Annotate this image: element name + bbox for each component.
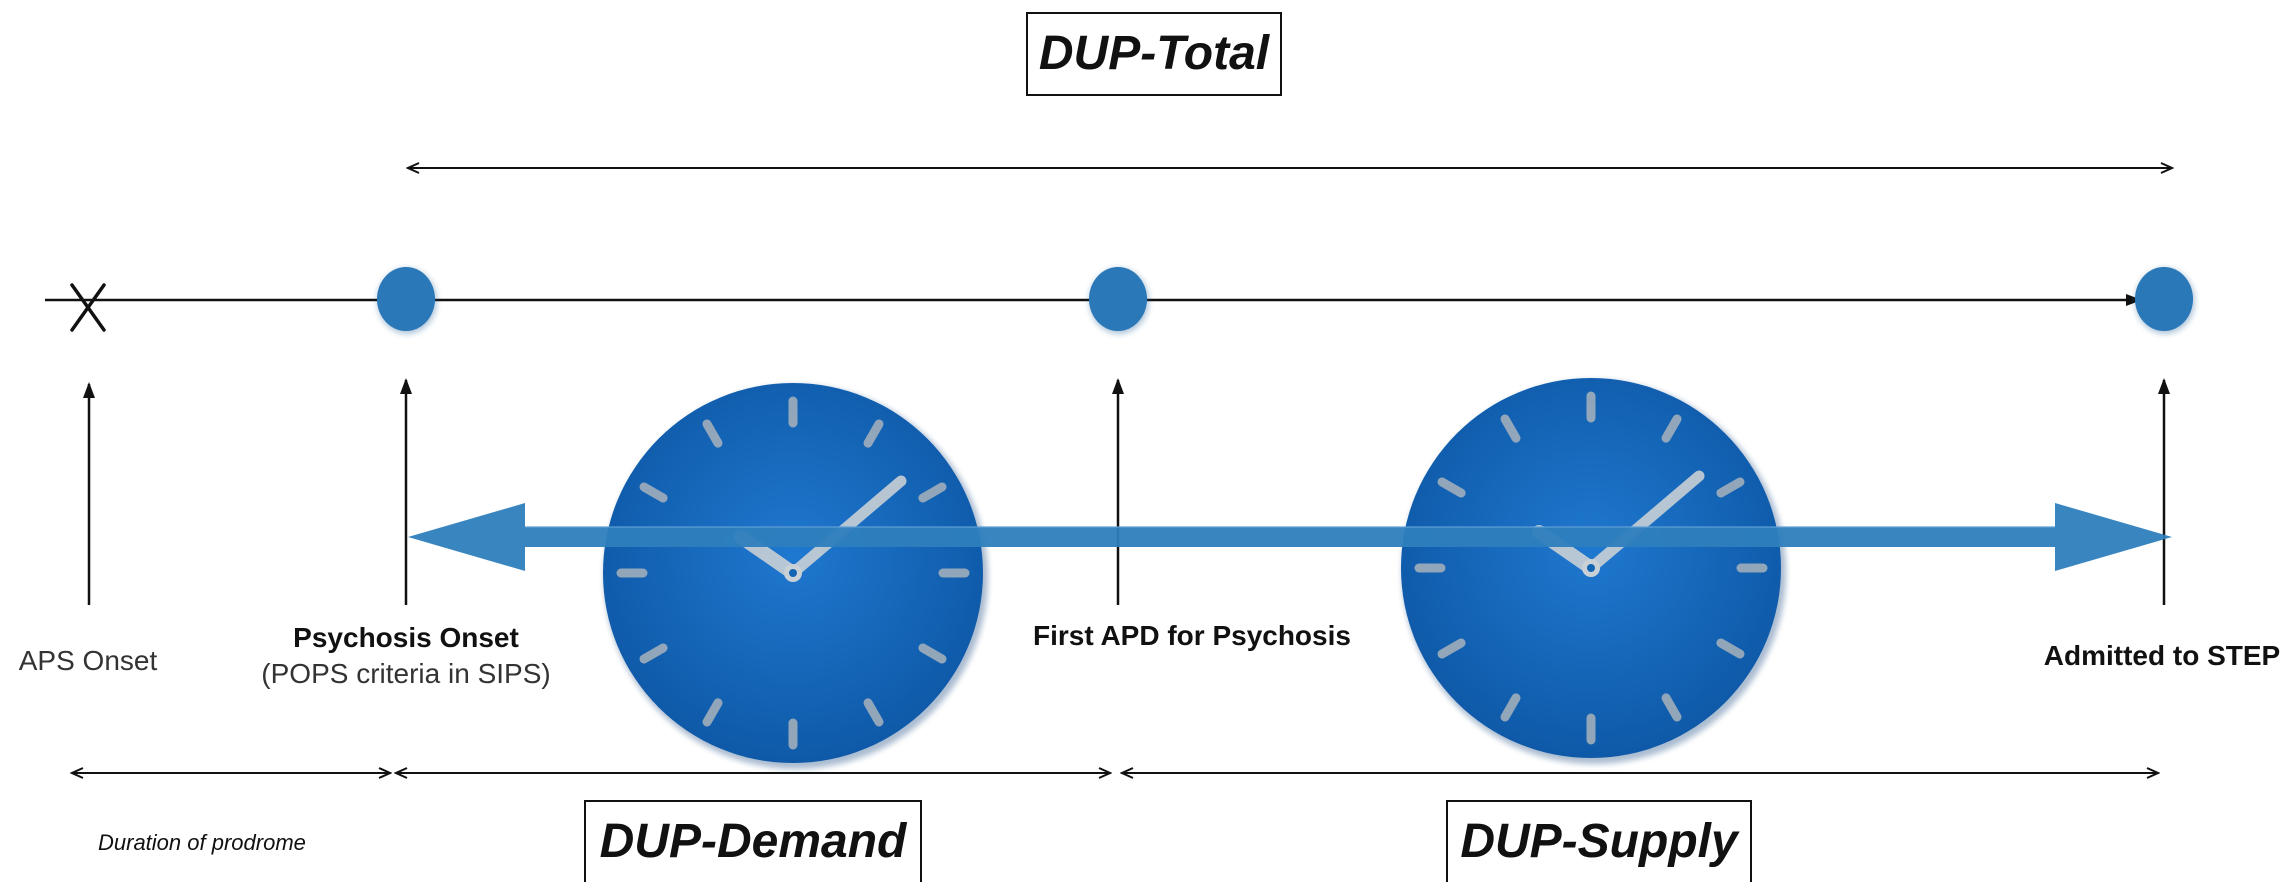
- dup-total-title: DUP-Total: [1026, 12, 1282, 96]
- aps-onset-x-marker: [70, 283, 106, 332]
- clock-tick: [1500, 414, 1521, 443]
- clock-tick: [918, 643, 947, 664]
- clock-icon-supply: [1401, 378, 1786, 764]
- psychosis-onset-sublabel: (POPS criteria in SIPS): [261, 658, 551, 689]
- clock-tick: [1716, 477, 1745, 498]
- clock-tick: [639, 482, 668, 503]
- clock-tick: [1437, 477, 1466, 498]
- clock-tick: [639, 643, 668, 664]
- clock-tick: [1661, 414, 1682, 443]
- clock-tick: [918, 482, 947, 503]
- clock-tick: [1437, 638, 1466, 659]
- timeline-node-admitted: [2135, 267, 2195, 334]
- clock-tick: [863, 419, 884, 448]
- first-apd-label: First APD for Psychosis: [1033, 620, 1351, 651]
- dup-total-band-arrow: [408, 503, 2172, 571]
- admitted-label: Admitted to STEP: [2043, 640, 2281, 671]
- prodrome-label: Duration of prodrome: [98, 830, 306, 855]
- timeline-node-psychosis-onset: [377, 267, 437, 334]
- timeline-node-first-apd: [1089, 267, 1149, 334]
- clock-tick: [863, 698, 884, 727]
- clock-tick: [1500, 693, 1521, 722]
- dup-supply-title: DUP-Supply: [1446, 800, 1752, 882]
- dup-demand-title: DUP-Demand: [584, 800, 922, 882]
- clock-tick: [1716, 638, 1745, 659]
- aps-onset-label: APS Onset: [18, 645, 158, 676]
- clock-icon-demand: [603, 383, 988, 769]
- clock-tick: [1661, 693, 1682, 722]
- clock-tick: [702, 698, 723, 727]
- clock-tick: [702, 419, 723, 448]
- psychosis-onset-label: Psychosis Onset: [293, 622, 519, 653]
